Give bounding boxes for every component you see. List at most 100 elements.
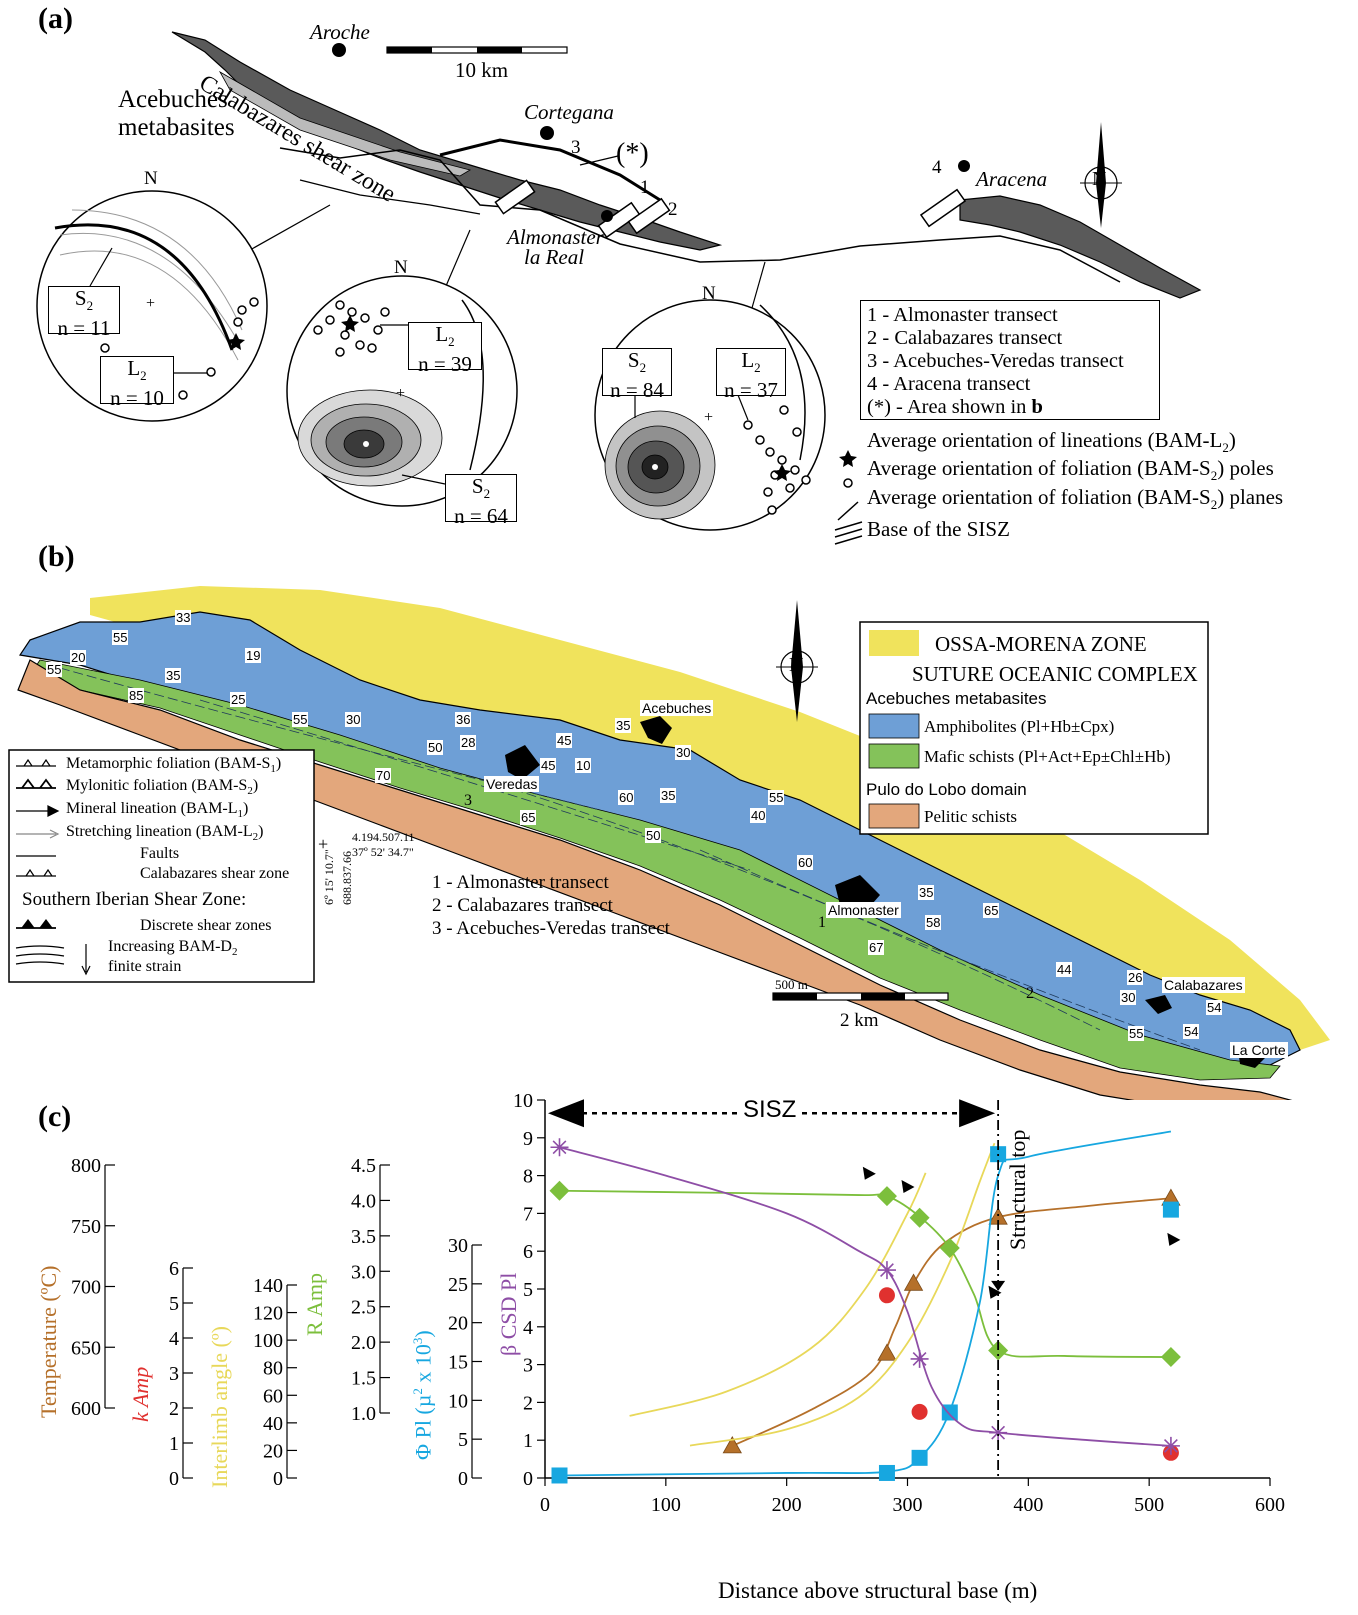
transect-box-1	[597, 201, 641, 239]
series-point	[988, 1340, 1009, 1361]
dip-label: 58	[925, 915, 942, 930]
arrow-marker	[1167, 1232, 1181, 1246]
svg-text:+: +	[396, 385, 405, 402]
aux-tick-label: 0	[273, 1468, 283, 1490]
series-point	[1162, 1201, 1179, 1218]
dip-label: 60	[618, 790, 635, 805]
amphibolites-swatch	[868, 713, 920, 739]
stereonet-3-l2-box: L2 n = 37	[716, 348, 786, 401]
dip-label: 50	[645, 828, 662, 843]
sisz-arrow-left	[548, 1099, 584, 1128]
dip-label: 50	[427, 740, 444, 755]
y-tick-label: 2	[523, 1392, 533, 1414]
svg-text:+: +	[704, 409, 713, 426]
aux-tick-label: 1.0	[351, 1403, 376, 1425]
coord-1: 4.194.507.11	[352, 830, 415, 844]
stereonet-3-s2-box: S2 n = 84	[602, 348, 672, 401]
fault-trace-main	[279, 147, 1121, 283]
transects-legend-3: 3 - Acebuches-Veredas transect	[867, 350, 1124, 372]
aux-tick-label: 15	[448, 1352, 468, 1374]
aux-tick-label: 30	[448, 1235, 468, 1257]
b-transect-mark-3: 3	[464, 792, 472, 809]
aux-tick-label: 3	[169, 1363, 179, 1385]
b-transect-1: 1 - Almonaster transect	[432, 872, 609, 893]
stereonet-2-s2-box: S2 n = 64	[445, 474, 517, 527]
coord-2: 37º 52' 34.7"	[352, 845, 414, 859]
interlimb-axis-label: Interlimb angle (º)	[207, 1326, 232, 1488]
aux-tick-label: 600	[71, 1398, 101, 1420]
panel-b-map: +	[8, 586, 1330, 1100]
place-aroche: Aroche	[310, 20, 370, 44]
series-point	[909, 1207, 930, 1228]
metabasites-label-2: metabasites	[118, 114, 235, 141]
series-point	[549, 1180, 570, 1201]
dip-label: 55	[46, 662, 63, 677]
dip-label: 54	[1206, 1000, 1223, 1015]
symbol-legend-2: Average orientation of foliation (BAM-S2…	[867, 456, 1274, 484]
b-transect-3: 3 - Acebuches-Veredas transect	[432, 918, 670, 939]
series-point	[878, 1464, 895, 1481]
place-almonaster-2: la Real	[524, 245, 585, 269]
transects-legend-box: 1 - Almonaster transect 2 - Calabazares …	[860, 300, 1160, 420]
transect-number-4: 4	[932, 157, 942, 178]
r-amp-axis-label: R Amp	[302, 1273, 327, 1336]
svg-text:+: +	[146, 295, 155, 312]
stereonet-1: +	[36, 190, 268, 422]
y-tick-label: 5	[523, 1279, 533, 1301]
y-tick-label: 1	[523, 1430, 533, 1452]
stereonet-1-l2-box: L2 n = 10	[100, 356, 174, 409]
stereonet-2-north: N	[394, 257, 408, 278]
b-place-almonaster: Almonaster	[826, 902, 901, 918]
aux-tick-label: 5	[458, 1429, 468, 1451]
dip-label: 54	[1183, 1024, 1200, 1039]
x-tick-label: 100	[651, 1494, 681, 1516]
dip-label: 20	[70, 650, 87, 665]
b-north: N	[789, 654, 804, 676]
aux-tick-label: 5	[169, 1293, 179, 1315]
mafic-schists-swatch	[868, 743, 920, 769]
dip-label: 65	[520, 810, 537, 825]
panel-c-label: (c)	[38, 1100, 72, 1133]
fault-trace-lower	[299, 179, 481, 215]
struct-legend-4: Stretching lineation (BAM-L2)	[66, 823, 264, 844]
symbol-legend-4: Base of the SISZ	[867, 517, 1010, 541]
aux-tick-label: 0	[169, 1468, 179, 1490]
aux-tick-label: 40	[263, 1413, 283, 1435]
aux-tick-label: 20	[448, 1313, 468, 1335]
north-arrow-a	[1080, 122, 1122, 228]
metabasites-label-1: Acebuches	[118, 86, 228, 113]
aux-tick-label: 10	[448, 1390, 468, 1412]
shear-icon	[834, 521, 863, 545]
dip-label: 36	[455, 712, 472, 727]
transects-legend-5: (*) - Area shown in b	[867, 396, 1043, 418]
series-point	[550, 1138, 569, 1157]
aracena-dot	[958, 160, 970, 172]
dip-label: 35	[918, 885, 935, 900]
aux-tick-label: 700	[71, 1277, 101, 1299]
aux-tick-label: 4.0	[351, 1190, 376, 1212]
legend-suture: SUTURE OCEANIC COMPLEX	[912, 662, 1198, 686]
panel-a-label: (a)	[38, 2, 73, 35]
transect-box-3	[494, 179, 536, 215]
legend-pulo: Pulo do Lobo domain	[866, 780, 1027, 799]
x-tick-label: 0	[540, 1494, 550, 1516]
aracena-band	[959, 195, 1202, 299]
aux-tick-label: 140	[253, 1275, 283, 1297]
series-curve	[689, 1142, 996, 1447]
dip-label: 67	[868, 940, 885, 955]
north-label-a: N	[1092, 168, 1107, 190]
dip-label: 55	[292, 712, 309, 727]
scale-label-a: 10 km	[455, 58, 509, 82]
aux-tick-label: 4.5	[351, 1155, 376, 1177]
aux-tick-label: 3.5	[351, 1226, 376, 1248]
arrow-marker	[862, 1166, 876, 1180]
transects-legend-4: 4 - Aracena transect	[867, 373, 1031, 395]
dip-label: 85	[128, 688, 145, 703]
series-curve	[629, 1172, 927, 1417]
place-almonaster-1: Almonaster	[507, 225, 604, 249]
y-tick-label: 0	[523, 1468, 533, 1490]
series-curve	[559, 1189, 1171, 1358]
x-tick-label: 200	[772, 1494, 802, 1516]
aux-tick-label: 25	[448, 1274, 468, 1296]
aux-tick-label: 750	[71, 1216, 101, 1238]
